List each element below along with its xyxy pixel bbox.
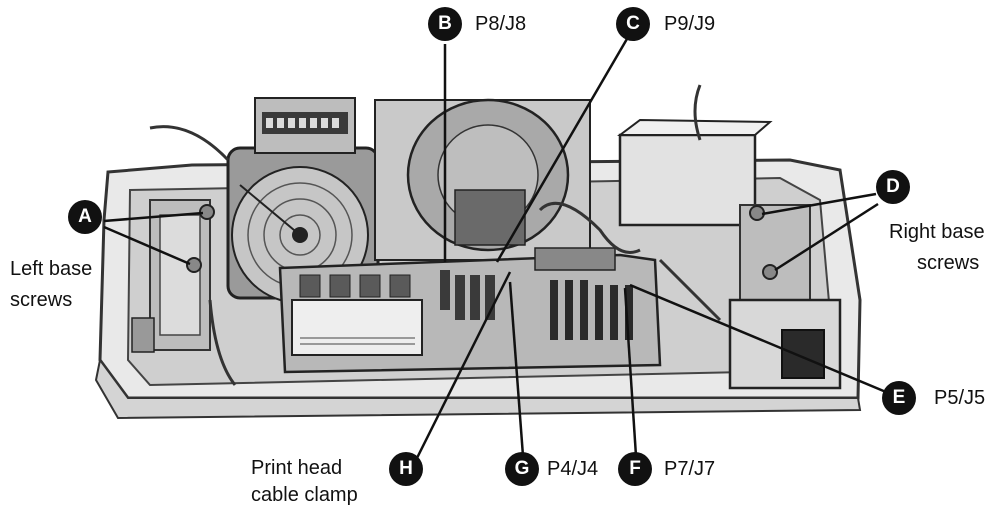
callout-label-g: P4/J4: [547, 458, 599, 480]
print-head-cable: [291, 299, 423, 356]
power-supply-box: [618, 133, 757, 227]
left-bracket-inner: [159, 214, 201, 336]
callout-badge-e: E: [882, 381, 916, 415]
callout-label-a-line2: screws: [10, 289, 73, 311]
right-screw-lower: [762, 264, 778, 280]
right-bracket: [739, 204, 811, 301]
callout-badge-f: F: [618, 452, 652, 486]
callout-label-a-line1: Left base: [10, 258, 93, 280]
callout-badge-b: B: [428, 7, 462, 41]
base-front-lip: [94, 357, 862, 420]
callout-badge-c: C: [616, 7, 650, 41]
left-screw-lower: [186, 257, 202, 273]
callout-label-d-line2: screws: [917, 252, 980, 274]
power-switch: [781, 329, 825, 379]
callout-badge-a: A: [68, 200, 102, 234]
left-latch: [131, 317, 155, 353]
callout-badge-d: D: [876, 170, 910, 204]
callout-badge-g: G: [505, 452, 539, 486]
connector-block: [534, 247, 616, 271]
callout-badge-h: H: [389, 452, 423, 486]
callout-label-c: P9/J9: [664, 13, 716, 35]
callout-label-e: P5/J5: [934, 387, 986, 409]
callout-label-b: P8/J8: [475, 13, 527, 35]
callout-label-d-line1: Right base: [889, 221, 985, 243]
callout-label-h-line1: Print head: [251, 457, 343, 479]
callout-label-f: P7/J7: [664, 458, 716, 480]
callout-label-h-line2: cable clamp: [251, 484, 358, 506]
